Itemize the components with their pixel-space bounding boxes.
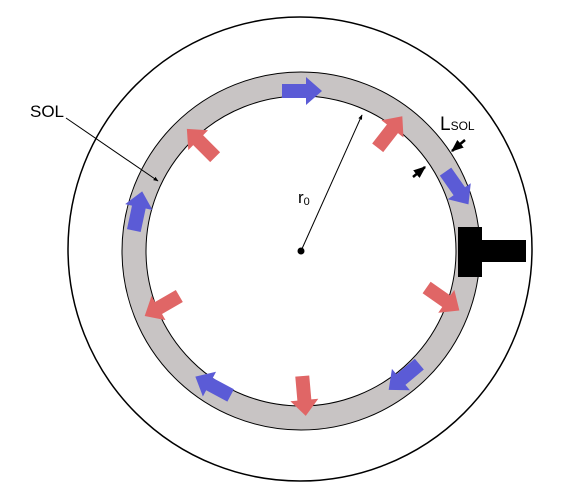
blue-arrow-right-icon (282, 77, 322, 105)
flow-arrows (125, 77, 471, 402)
red-arrow-outward-lower-left-icon (144, 289, 183, 321)
red-arrow-outward-bottom-icon (290, 375, 319, 416)
r0-label: r0 (298, 188, 310, 208)
blue-arrow-down-right-icon (439, 167, 471, 205)
limiter-rod (480, 240, 526, 262)
radius-line (300, 114, 363, 252)
red-arrow-outward-right-icon (422, 281, 460, 313)
blue-arrow-down-left-icon (388, 358, 424, 391)
vessel-wall (67, 16, 533, 482)
red-arrow-outward-upper-left-icon (186, 128, 221, 163)
sol-label: SOL (30, 102, 64, 121)
blue-arrow-up-icon (125, 191, 153, 233)
r0-label-sub: 0 (304, 196, 310, 208)
radial-arrows (144, 116, 460, 416)
lsol-label-sub: SOL (451, 119, 475, 133)
lsol-indicator-inner (412, 166, 426, 179)
sol-pointer-line (65, 117, 159, 182)
blue-arrow-left-icon (195, 371, 234, 402)
lsol-indicator-outer (451, 139, 466, 152)
red-arrow-outward-upper-right-icon (372, 116, 404, 153)
limiter-head (458, 227, 482, 277)
r0-label-main: r (298, 188, 304, 207)
lsol-label: LSOL (440, 114, 475, 135)
lsol-label-main: L (440, 114, 451, 135)
